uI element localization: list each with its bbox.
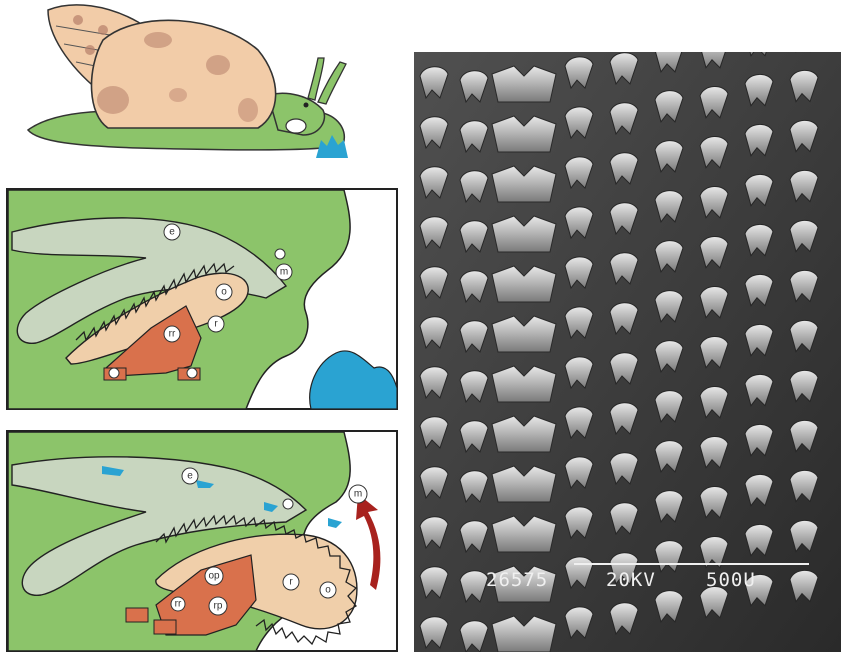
radula-rest-diagram: e o r m rr [6, 188, 398, 410]
scale-label: 500U [706, 569, 756, 591]
snail-illustration [18, 0, 358, 170]
label-m: m [280, 267, 288, 278]
label-e: e [169, 227, 175, 238]
label-o: o [221, 287, 227, 298]
voltage-label: 20KV [606, 569, 656, 591]
snail-eye [304, 103, 309, 108]
label-e: e [187, 471, 193, 482]
radula-feeding-diagram: e m r o op rp rr [6, 430, 398, 652]
label-o: o [325, 585, 331, 596]
label-m: m [354, 489, 362, 500]
snail-mouth [286, 119, 306, 133]
label-rr: rr [169, 329, 176, 340]
specimen-number: 26575 [486, 569, 548, 591]
label-rp: rp [214, 601, 223, 612]
label-rr: rr [175, 599, 182, 610]
label-op: op [208, 571, 220, 582]
radula-sem-micrograph: 26575 20KV 500U [414, 52, 841, 652]
